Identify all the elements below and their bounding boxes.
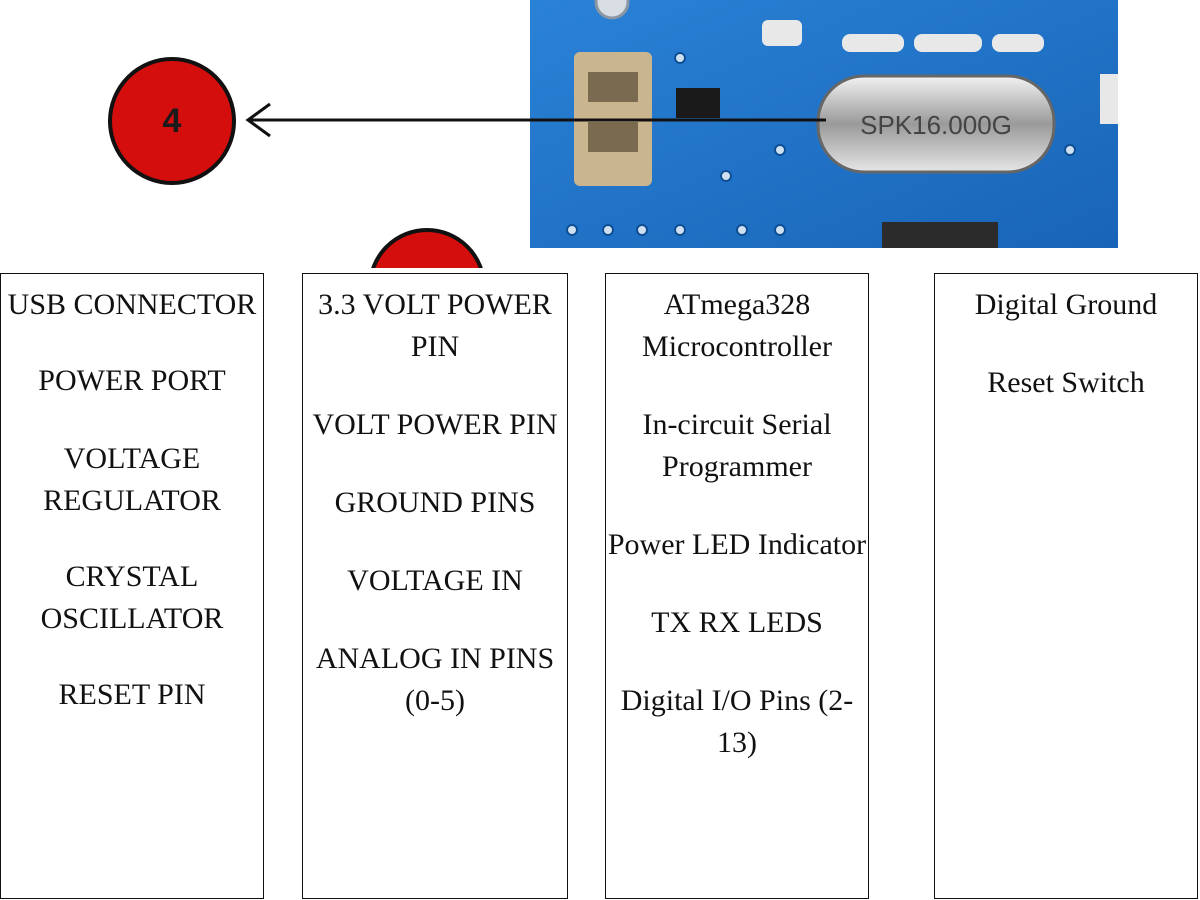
legend-item: CRYSTAL OSCILLATOR — [40, 560, 224, 635]
via-top — [594, 0, 630, 20]
smd-top-3 — [914, 34, 982, 52]
legend-item: Digital Ground — [974, 288, 1158, 321]
bottom-chip — [882, 222, 998, 248]
legend-item: GROUND PINS — [334, 486, 536, 519]
legend-item: Reset Switch — [987, 366, 1145, 399]
legend-item: ANALOG IN PINS (0-5) — [315, 642, 555, 717]
transistor — [676, 88, 720, 118]
crystal-label: SPK16.000G — [860, 110, 1012, 140]
legend-item: VOLTAGE REGULATOR — [43, 442, 221, 517]
vias — [566, 52, 1076, 236]
legend-item: VOLTAGE IN — [347, 564, 523, 597]
legend-item: 3.3 VOLT POWER PIN — [318, 288, 552, 363]
callout-marker-disc — [368, 228, 486, 268]
legend-column-2: 3.3 VOLT POWER PIN VOLT POWER PIN GROUND… — [302, 273, 568, 899]
legend-column-1: USB CONNECTOR POWER PORT VOLTAGE REGULAT… — [0, 273, 264, 899]
edge-component — [1100, 74, 1118, 124]
legend-item: USB CONNECTOR — [7, 288, 257, 321]
smd-top-1 — [762, 20, 802, 46]
smd-top-2 — [842, 34, 904, 52]
legend-item: VOLT POWER PIN — [312, 408, 558, 441]
legend-column-4: Digital Ground Reset Switch — [934, 273, 1198, 899]
legend-item: TX RX LEDS — [651, 606, 823, 639]
callout-marker-partial — [368, 228, 486, 268]
capacitor-top — [588, 72, 638, 102]
legend-item: In-circuit Serial Programmer — [642, 408, 832, 483]
callout-marker-4: 4 — [108, 57, 236, 185]
legend-item: ATmega328 Microcontroller — [642, 288, 832, 363]
callout-marker-number: 4 — [162, 101, 182, 140]
smd-top-4 — [992, 34, 1044, 52]
legend-column-3: ATmega328 Microcontroller In-circuit Ser… — [605, 273, 869, 899]
callout-arrow — [245, 102, 826, 138]
legend-item: RESET PIN — [58, 678, 206, 711]
capacitor-bottom — [588, 122, 638, 152]
crystal-oscillator — [816, 74, 1056, 174]
legend-item: POWER PORT — [38, 364, 226, 397]
legend-item: Power LED Indicator — [607, 528, 867, 561]
legend-item: Digital I/O Pins (2-13) — [620, 684, 854, 759]
